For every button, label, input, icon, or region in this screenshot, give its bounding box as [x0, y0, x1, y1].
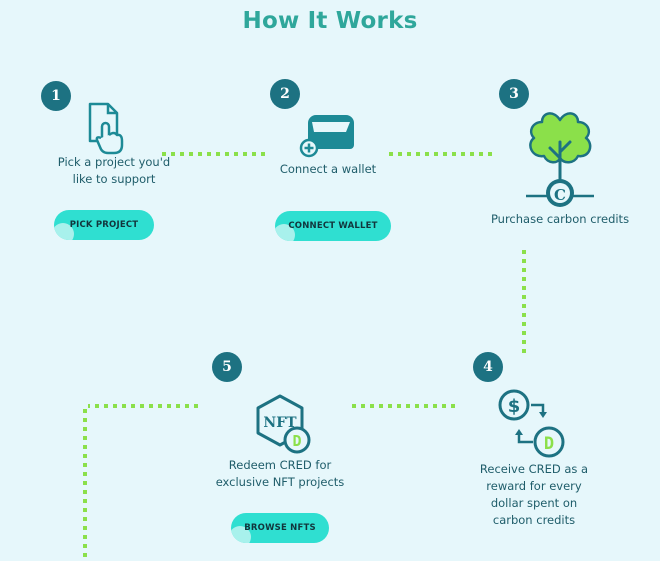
browse-nfts-button[interactable]: BROWSE NFTS [231, 513, 329, 543]
wallet-icon [298, 112, 358, 162]
browse-nfts-label: BROWSE NFTS [244, 523, 316, 533]
tree-credit-icon: C [524, 110, 596, 214]
pick-project-button[interactable]: PICK PROJECT [54, 210, 154, 240]
pick-project-label: PICK PROJECT [69, 220, 139, 230]
connector-5-next [83, 404, 198, 561]
nft-label: NFT [263, 415, 297, 431]
step-4-number: 4 [473, 352, 503, 382]
step-5-text: Redeem CRED for exclusive NFT projects [215, 458, 345, 489]
cred-glyph: D [544, 434, 554, 454]
step-3-number: 3 [499, 79, 529, 109]
dollar-glyph: $ [508, 396, 521, 417]
step-2-text: Connect a wallet [279, 162, 377, 176]
step-5-number: 5 [212, 352, 242, 382]
connector-2-3 [389, 152, 497, 156]
nft-cred-glyph: D [292, 432, 301, 450]
connect-wallet-button[interactable]: CONNECT WALLET [275, 211, 391, 241]
hand-pointer-icon [84, 101, 126, 159]
credit-letter: C [554, 186, 566, 204]
connector-3-4 [522, 250, 526, 354]
exchange-icon: $ D [497, 388, 569, 464]
connector-4-5 [352, 404, 460, 408]
step-1-number: 1 [41, 81, 71, 111]
step-2-number: 2 [270, 79, 300, 109]
nft-icon: NFT D [254, 393, 314, 461]
connector-1-2 [162, 152, 268, 156]
step-4-text: Receive CRED as a reward for every dolla… [479, 462, 589, 527]
page-title: How It Works [242, 8, 418, 34]
step-1-text: Pick a project you'd like to support [57, 155, 171, 186]
step-3-text: Purchase carbon credits [490, 212, 630, 226]
connect-wallet-label: CONNECT WALLET [288, 221, 378, 231]
